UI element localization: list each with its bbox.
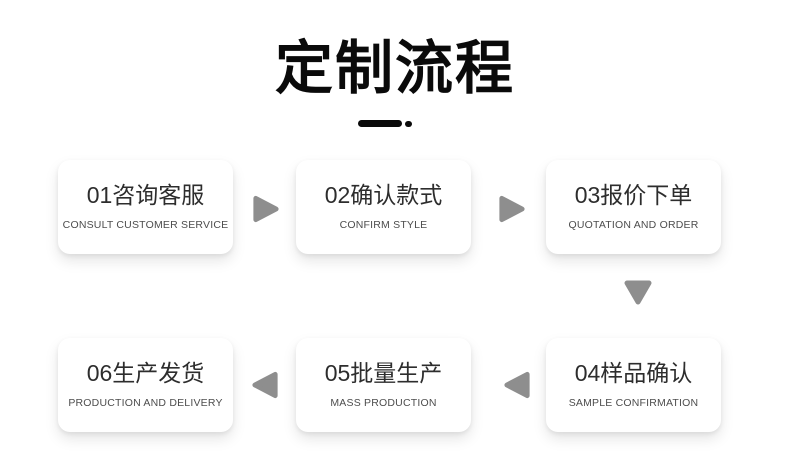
step-title: 02确认款式 xyxy=(324,181,443,208)
section-title: 定制流程 xyxy=(274,36,515,101)
title-dash xyxy=(358,120,402,127)
arrow-right-icon xyxy=(499,195,525,223)
step-subtitle: MASS PRODUCTION xyxy=(330,396,437,409)
title-underline xyxy=(0,119,790,129)
step-title: 05批量生产 xyxy=(324,359,443,386)
step-title: 04样品确认 xyxy=(574,359,693,386)
step-card-delivery: 06生产发货 PRODUCTION AND DELIVERY xyxy=(58,338,233,432)
step-subtitle: CONSULT CUSTOMER SERVICE xyxy=(62,218,229,231)
step-card-mass-production: 05批量生产 MASS PRODUCTION xyxy=(296,338,471,432)
step-title: 06生产发货 xyxy=(86,359,205,386)
arrow-left-icon xyxy=(252,371,278,399)
step-subtitle: PRODUCTION AND DELIVERY xyxy=(68,396,223,409)
arrow-right-icon xyxy=(253,195,279,223)
step-subtitle: CONFIRM STYLE xyxy=(339,218,428,231)
step-card-quotation: 03报价下单 QUOTATION AND ORDER xyxy=(546,160,721,254)
step-card-consult: 01咨询客服 CONSULT CUSTOMER SERVICE xyxy=(58,160,233,254)
title-dot xyxy=(405,120,412,127)
step-title: 03报价下单 xyxy=(574,181,693,208)
step-card-sample: 04样品确认 SAMPLE CONFIRMATION xyxy=(546,338,721,432)
step-subtitle: SAMPLE CONFIRMATION xyxy=(568,396,699,409)
step-title: 01咨询客服 xyxy=(86,181,205,208)
arrow-down-icon xyxy=(624,280,652,305)
step-card-confirm-style: 02确认款式 CONFIRM STYLE xyxy=(296,160,471,254)
arrow-left-icon xyxy=(504,371,530,399)
step-subtitle: QUOTATION AND ORDER xyxy=(568,218,699,231)
